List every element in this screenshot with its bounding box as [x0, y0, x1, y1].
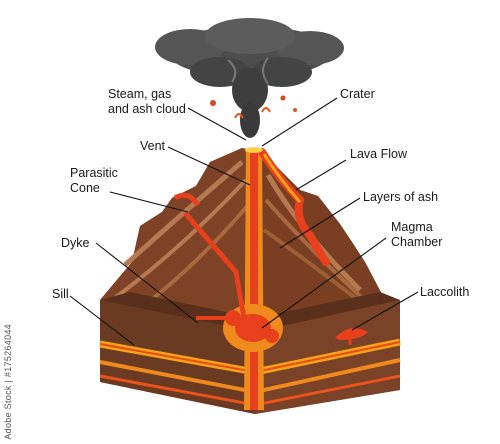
volcano-cross-section [99, 147, 401, 414]
magma-chamber-leader [261, 237, 387, 329]
labels: Steam, gas and ash cloud Crater Vent Lav… [52, 87, 469, 301]
label-dyke: Dyke [61, 236, 90, 250]
dyke-leader [95, 242, 199, 324]
label-parasitic-cone-line2: Cone [70, 181, 100, 195]
crater-leader [261, 97, 338, 147]
steam-leader [187, 107, 247, 141]
label-laccolith: Laccolith [420, 285, 469, 299]
layers-of-ash-leader [279, 197, 361, 249]
label-sill: Sill [52, 287, 69, 301]
label-magma-chamber-line2: Chamber [391, 235, 442, 249]
parasitic-cone-leader [109, 191, 189, 213]
label-lava-flow: Lava Flow [350, 147, 408, 161]
leader-lines [69, 97, 419, 346]
sill-leader [69, 295, 135, 346]
label-magma-chamber-line1: Magma [391, 220, 433, 234]
vent-leader [167, 146, 251, 186]
laccolith-leader [351, 291, 419, 331]
lava-flow-leader [295, 159, 347, 191]
label-parasitic-cone-line1: Parasitic [70, 166, 118, 180]
ash-cloud [155, 18, 344, 138]
label-layers-of-ash: Layers of ash [363, 190, 438, 204]
stock-watermark: Adobe Stock | #175264044 [3, 324, 13, 440]
label-vent: Vent [140, 139, 166, 153]
label-crater: Crater [340, 87, 375, 101]
label-steam-line2: and ash cloud [108, 102, 186, 116]
label-steam-line1: Steam, gas [108, 87, 171, 101]
